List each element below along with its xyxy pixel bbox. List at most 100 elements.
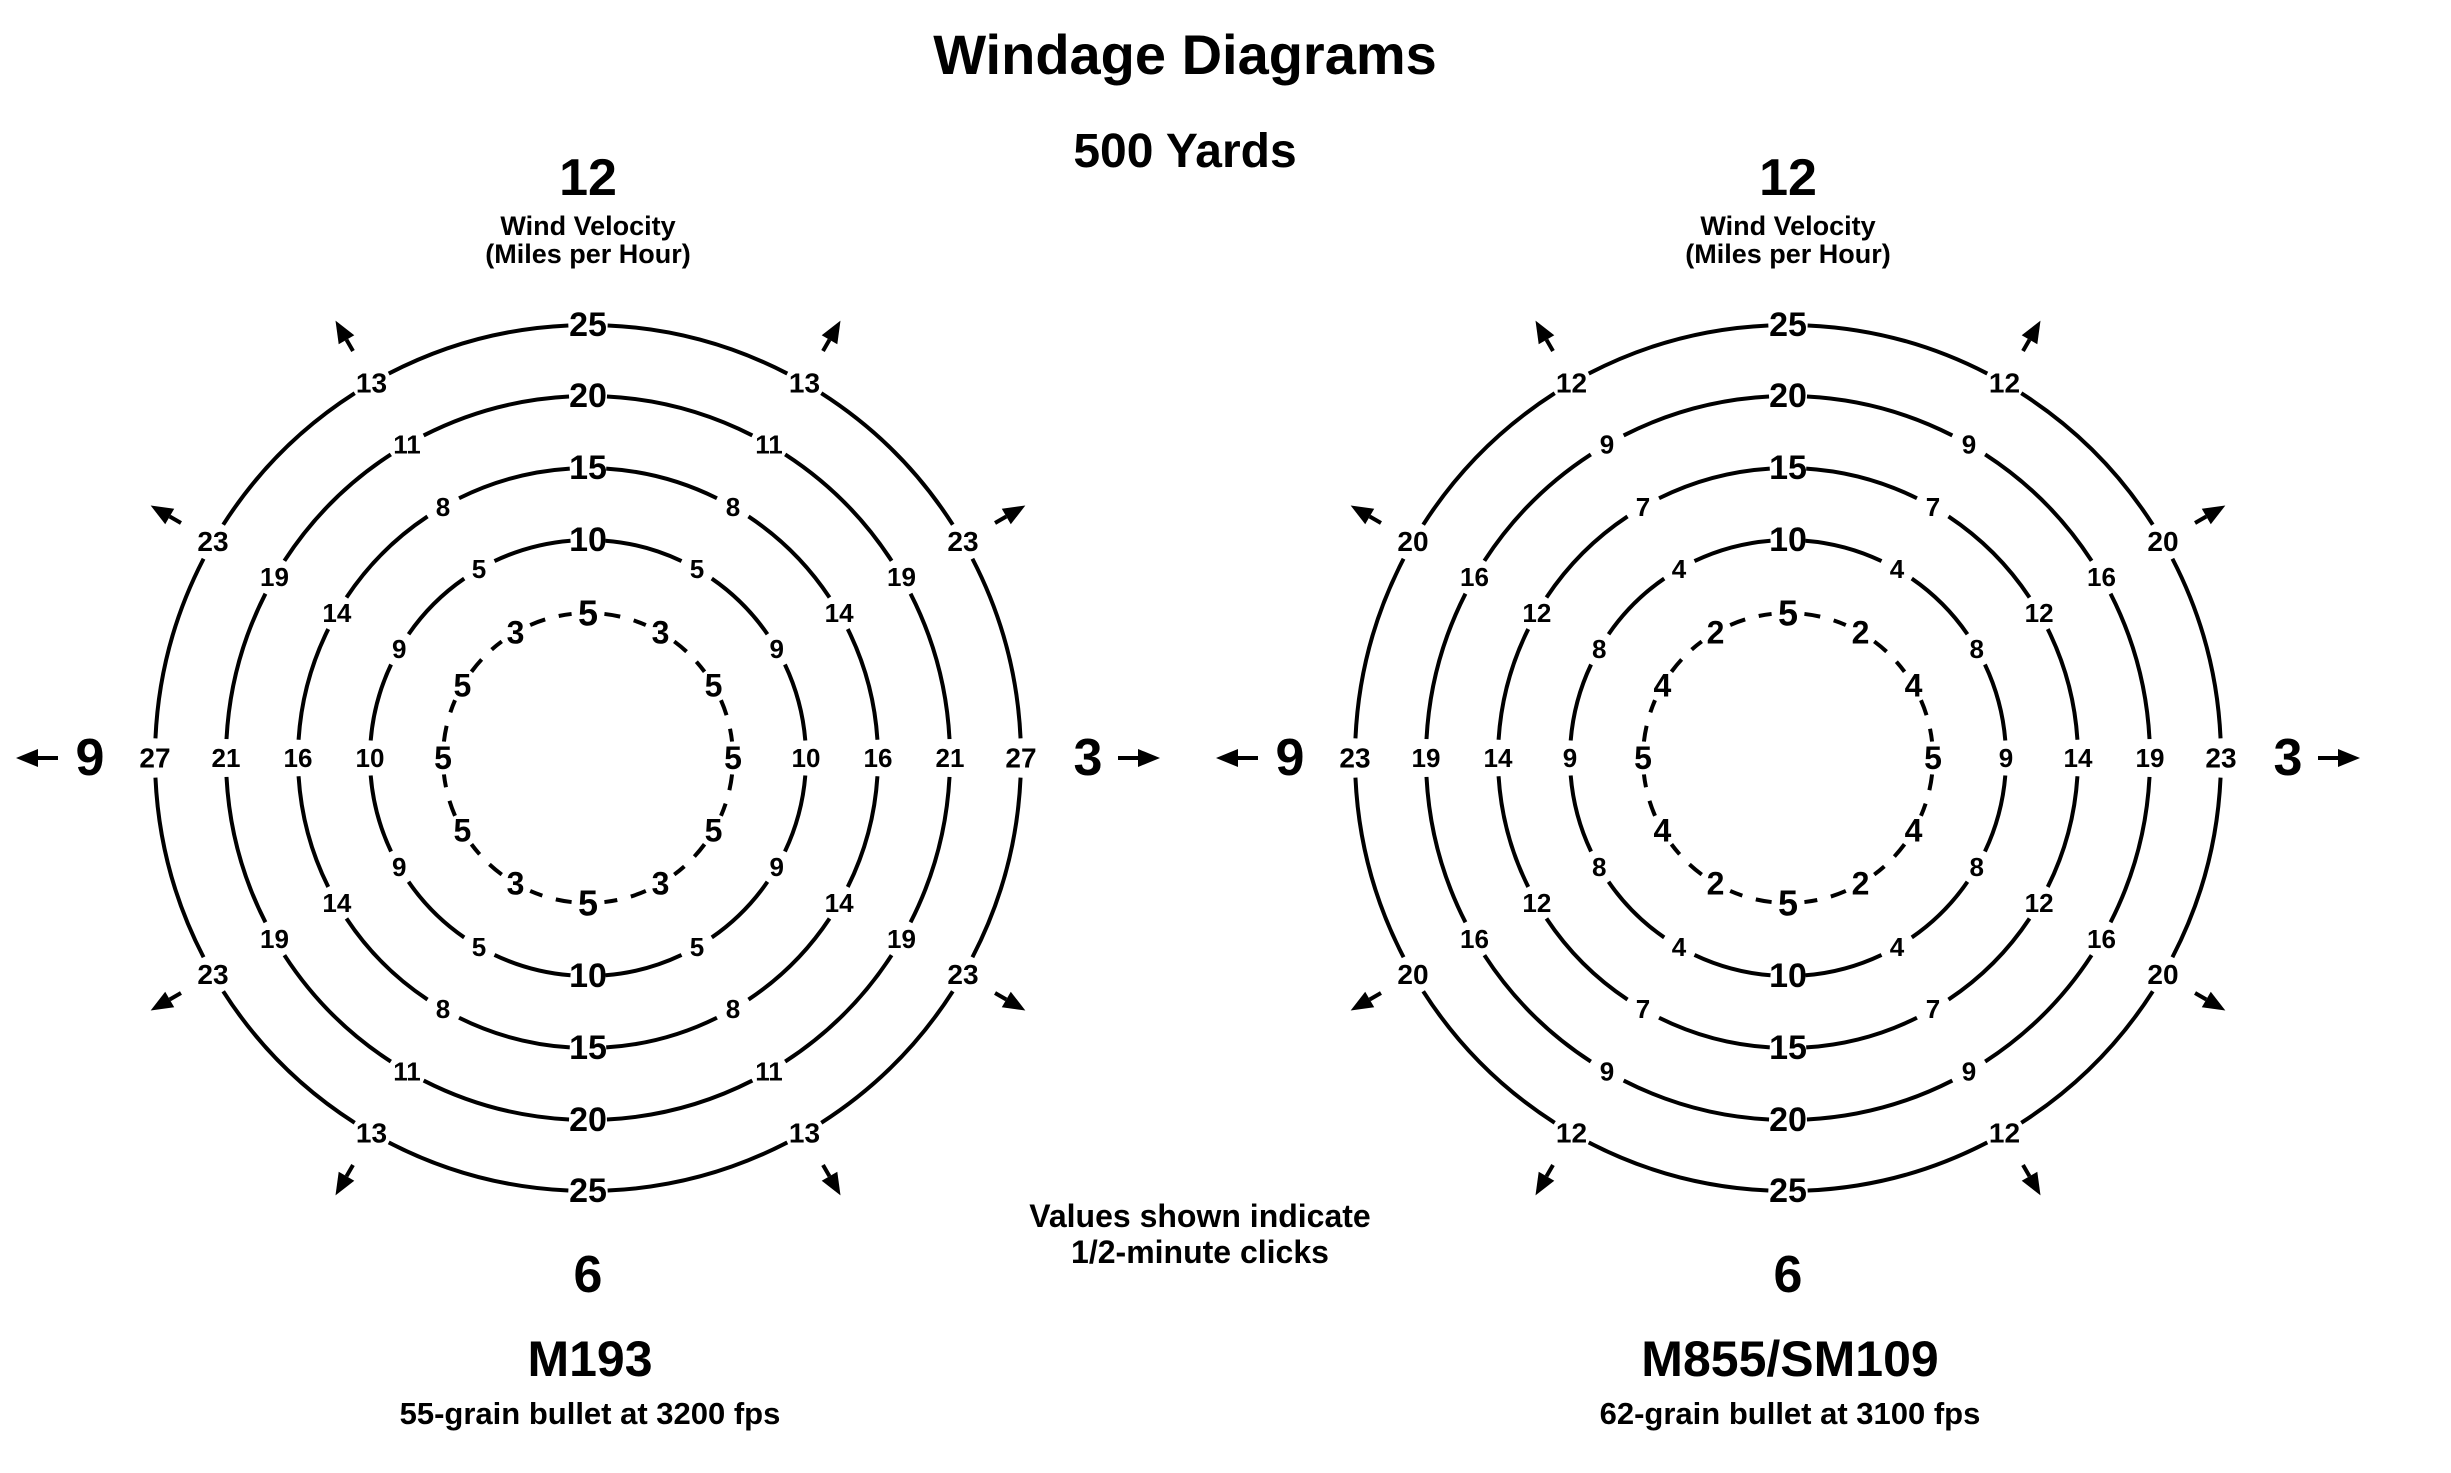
full-value-clicks-label: 5 [724,740,742,776]
full-value-clicks-label: 14 [2064,743,2093,773]
diagonal-clicks-label: 8 [436,994,450,1024]
diagonal-clicks-label: 11 [393,1057,421,1087]
side-clicks-label: 19 [887,562,916,592]
diagonal-clicks-label: 12 [1556,1117,1587,1148]
clock-3-label: 3 [2274,729,2303,787]
wind-direction-arrow [2021,320,2041,352]
full-value-clicks-label: 21 [212,743,241,773]
diagonal-clicks-label: 2 [1852,614,1870,650]
clicks-note-line-1: Values shown indicate [1029,1198,1371,1234]
wind-direction-arrow [2194,505,2226,525]
full-value-clicks-label: 19 [1412,743,1441,773]
side-clicks-label: 16 [1460,924,1489,954]
diagonal-clicks-label: 9 [1600,1057,1614,1087]
side-clicks-label: 20 [2147,526,2178,557]
wind-direction-arrow [335,1164,355,1196]
diagonal-clicks-label: 11 [755,429,783,459]
full-value-clicks-label: 10 [356,743,385,773]
bullet-name-m855: M855/SM109 [1641,1331,1939,1387]
wind-direction-arrow [994,991,1026,1011]
side-clicks-label: 4 [1905,668,1923,704]
full-value-clicks-label: 27 [1005,743,1036,774]
side-clicks-label: 16 [1460,562,1489,592]
wind-direction-arrow [150,991,182,1011]
full-value-clicks-label: 23 [2205,743,2236,774]
side-clicks-label: 19 [260,562,289,592]
side-clicks-label: 4 [1654,668,1672,704]
full-value-clicks-label: 23 [1339,743,1370,774]
side-clicks-label: 23 [197,959,228,990]
wind-direction-arrow [2021,1164,2041,1196]
diagonal-clicks-label: 3 [652,866,670,902]
diagonal-clicks-label: 2 [1707,866,1725,902]
clock-12-label: 12 [559,149,617,207]
ring-velocity-label: 20 [1769,377,1807,415]
side-clicks-label: 16 [2087,924,2116,954]
side-clicks-label: 4 [1905,813,1923,849]
full-value-clicks-label: 19 [2136,743,2165,773]
diagonal-clicks-label: 12 [1989,1117,2020,1148]
wind-direction-arrow-9 [1216,749,1258,767]
wind-direction-arrow [335,320,355,352]
diagonal-clicks-label: 9 [1962,429,1976,459]
full-value-clicks-label: 5 [1924,740,1942,776]
ring-velocity-label: 25 [1769,306,1807,344]
diagonal-clicks-label: 7 [1636,994,1650,1024]
diagonal-clicks-label: 2 [1852,866,1870,902]
diagonal-clicks-label: 9 [1962,1057,1976,1087]
side-clicks-label: 14 [825,888,854,918]
side-clicks-label: 20 [1397,959,1428,990]
clock-9-label: 9 [76,729,105,787]
diagonal-clicks-label: 8 [726,492,740,522]
side-clicks-label: 5 [454,668,472,704]
diagonal-clicks-label: 11 [393,429,421,459]
diagonal-clicks-label: 7 [1926,492,1940,522]
side-clicks-label: 9 [392,852,406,882]
full-value-clicks-label: 16 [864,743,893,773]
diagonal-clicks-label: 5 [472,554,486,584]
wind-direction-arrow [821,320,841,352]
ring-velocity-label: 15 [569,1029,607,1067]
clicks-note: Values shown indicate 1/2-minute clicks [1000,1198,1400,1270]
side-clicks-label: 19 [887,924,916,954]
full-value-clicks-label: 5 [1634,740,1652,776]
clock-6-label: 6 [574,1246,603,1304]
full-value-clicks-label: 9 [1999,743,2013,773]
wind-direction-arrow-3 [2318,749,2360,767]
wind-direction-arrow-3 [1118,749,1160,767]
wind-direction-arrow [2194,991,2226,1011]
ring-velocity-label: 25 [569,306,607,344]
side-clicks-label: 9 [770,634,784,664]
side-clicks-label: 5 [705,813,723,849]
side-clicks-label: 8 [1970,634,1984,664]
diagonal-clicks-label: 11 [755,1057,783,1087]
page-title: Windage Diagrams [933,23,1437,86]
side-clicks-label: 9 [770,852,784,882]
clock-12-label: 12 [1759,149,1817,207]
bullet-desc-m193: 55-grain bullet at 3200 fps [399,1396,781,1431]
diagonal-clicks-label: 3 [507,614,525,650]
full-value-clicks-label: 14 [1484,743,1513,773]
ring-velocity-label: 20 [569,1101,607,1139]
side-clicks-label: 14 [322,888,351,918]
wind-direction-arrow [994,505,1026,525]
ring-velocity-label: 10 [1769,521,1807,559]
side-clicks-label: 23 [947,959,978,990]
ring-velocity-label: 10 [569,957,607,995]
wind-direction-arrow-9 [16,749,58,767]
diagonal-clicks-label: 4 [1890,932,1905,962]
side-clicks-label: 23 [947,526,978,557]
ring-velocity-label: 15 [1769,449,1807,487]
ring-velocity-label: 25 [569,1172,607,1210]
side-clicks-label: 8 [1592,634,1606,664]
side-clicks-label: 14 [322,598,351,628]
full-value-clicks-label: 10 [792,743,821,773]
